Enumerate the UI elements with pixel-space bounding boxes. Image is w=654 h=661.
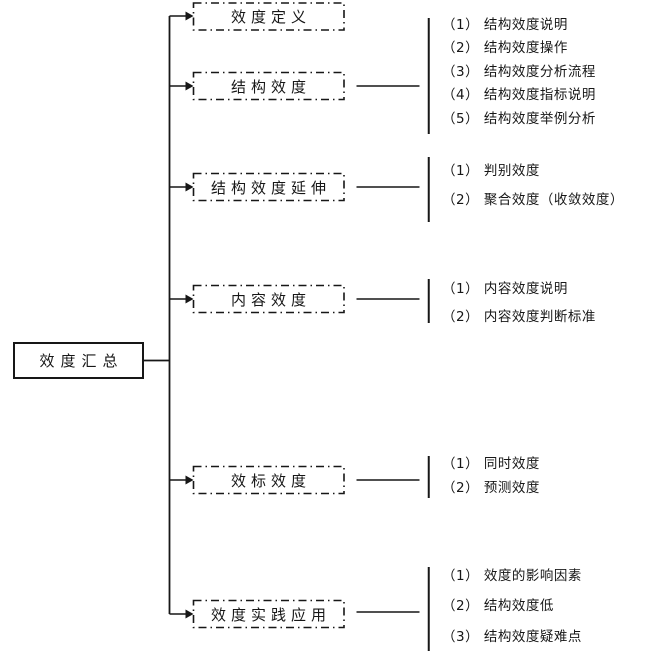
leaf-item[interactable]: （2） 预测效度 [442,480,540,496]
leaf-item[interactable]: （1） 结构效度说明 [442,17,568,33]
branch-construct-validity-extension[interactable]: 结构效度延伸 [210,178,331,197]
leaf-item[interactable]: （3） 结构效度分析流程 [442,64,596,80]
leaf-item[interactable]: （1） 内容效度说明 [442,281,568,297]
branch-arrow-lines [169,15,187,615]
root-node-validity-summary[interactable]: 效度汇总 [13,342,144,379]
leaf-item[interactable]: （1） 同时效度 [442,456,540,472]
leaf-item[interactable]: （3） 结构效度疑难点 [442,629,582,645]
leaf-item[interactable]: （2） 内容效度判断标准 [442,309,596,325]
branch-validity-definition[interactable]: 效度定义 [230,8,311,26]
branch-content-validity[interactable]: 内容效度 [230,290,311,309]
leaf-item[interactable]: （2） 聚合效度（收敛效度） [442,192,624,208]
leaf-item[interactable]: （1） 效度的影响因素 [442,568,582,584]
leaf-item[interactable]: （5） 结构效度举例分析 [442,111,596,127]
leaf-item[interactable]: （2） 结构效度操作 [442,40,568,56]
leaf-item[interactable]: （2） 结构效度低 [442,598,554,614]
leaf-item[interactable]: （4） 结构效度指标说明 [442,87,596,103]
branch-construct-validity[interactable]: 结构效度 [230,77,311,96]
branch-validity-practice[interactable]: 效度实践应用 [210,605,331,624]
trunk-line [143,16,171,614]
arrowhead-icon [185,11,194,619]
child-connector-lines [356,85,420,613]
branch-box-borders [192,2,345,629]
leaf-item[interactable]: （1） 判别效度 [442,163,540,179]
branch-criterion-validity[interactable]: 效标效度 [230,471,311,490]
